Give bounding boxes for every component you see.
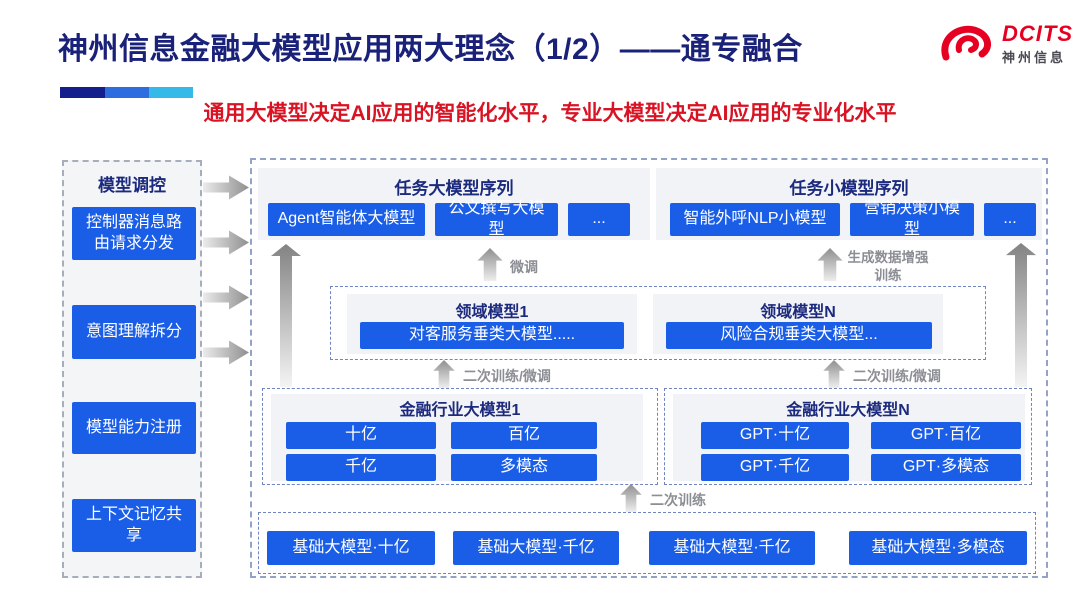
- model-architecture-panel: [250, 158, 1048, 578]
- domain-model-1-title: 领域模型1: [455, 304, 529, 321]
- domain-model-n-title: 领域模型N: [760, 304, 836, 321]
- model-box-agent: Agent智能体大模型: [268, 203, 425, 236]
- model-box-gpt-1b: GPT·十亿: [701, 422, 849, 449]
- industry-model-n-title: 金融行业大模型N: [786, 402, 910, 419]
- model-box-ellipsis: ...: [984, 203, 1036, 236]
- model-box-multimodal: 多模态: [451, 454, 597, 481]
- label-fine-tune: 微调: [510, 259, 538, 275]
- right-arrow-icon: [203, 285, 249, 310]
- up-arrow-icon: [817, 248, 843, 281]
- subtitle: 通用大模型决定AI应用的智能化水平，专业大模型决定AI应用的专业化水平: [203, 102, 897, 125]
- up-arrow-icon: [620, 484, 642, 512]
- dcits-swirl-icon: [941, 25, 992, 61]
- logo: DCITS 神州信息: [938, 20, 1073, 68]
- model-control-title: 模型调控: [98, 176, 166, 195]
- right-arrow-icon: [203, 230, 249, 255]
- title-accent-bar: [60, 87, 193, 98]
- tall-up-arrow-icon: [271, 244, 301, 387]
- model-box-customer-service: 对客服务垂类大模型.....: [360, 322, 624, 349]
- model-box-gpt-multimodal: GPT·多模态: [871, 454, 1021, 481]
- right-arrow-icon: [203, 340, 249, 365]
- domain-models-container: 领域模型1 对客服务垂类大模型..... 领域模型N 风险合规垂类大模型...: [330, 286, 986, 360]
- model-box-marketing-decision: 营销决策小模型: [850, 200, 974, 238]
- model-box-ellipsis: ...: [568, 203, 630, 236]
- task-large-model-title: 任务大模型序列: [394, 179, 514, 198]
- up-arrow-icon: [477, 248, 503, 281]
- model-box-base-multimodal: 基础大模型·多模态: [849, 531, 1027, 565]
- sidebar-item-router: 控制器消息路由请求分发: [72, 207, 196, 260]
- model-box-10b: 百亿: [451, 422, 597, 449]
- model-box-document-writing: 公文撰写大模型: [435, 200, 558, 238]
- industry-model-1-title: 金融行业大模型1: [399, 402, 521, 419]
- sidebar-item-intent: 意图理解拆分: [72, 305, 196, 359]
- sidebar-item-registry: 模型能力注册: [72, 402, 196, 454]
- task-small-model-title: 任务小模型序列: [789, 179, 909, 198]
- label-secondary-training: 二次训练: [650, 492, 706, 508]
- logo-brand-cn: 神州信息: [1002, 50, 1067, 66]
- label-gen-data-training: 生成数据增强训练: [847, 250, 929, 283]
- up-arrow-icon: [823, 360, 845, 388]
- industry-model-1-container: 金融行业大模型1 十亿 百亿 千亿 多模态: [262, 388, 658, 485]
- model-box-base-100b: 基础大模型·千亿: [453, 531, 619, 565]
- model-box-base-1b: 基础大模型·十亿: [267, 531, 435, 565]
- model-box-risk-compliance: 风险合规垂类大模型...: [666, 322, 932, 349]
- task-small-model-group: 任务小模型序列 智能外呼NLP小模型 营销决策小模型 ...: [656, 168, 1042, 240]
- model-box-gpt-10b: GPT·百亿: [871, 422, 1021, 449]
- industry-model-n-container: 金融行业大模型N GPT·十亿 GPT·百亿 GPT·千亿 GPT·多模态: [664, 388, 1032, 485]
- right-arrow-icon: [203, 175, 249, 200]
- model-box-100b: 千亿: [286, 454, 436, 481]
- up-arrow-icon: [433, 360, 455, 388]
- model-box-outbound-nlp: 智能外呼NLP小模型: [670, 203, 840, 236]
- label-secondary-training-finetune-right: 二次训练/微调: [853, 368, 941, 384]
- page-title: 神州信息金融大模型应用两大理念（1/2）——通专融合: [58, 33, 803, 66]
- logo-text-block: DCITS 神州信息: [1002, 22, 1073, 66]
- base-models-container: 基础大模型·十亿 基础大模型·千亿 基础大模型·千亿 基础大模型·多模态: [258, 512, 1036, 574]
- logo-brand: DCITS: [1002, 20, 1073, 46]
- model-box-gpt-100b: GPT·千亿: [701, 454, 849, 481]
- sidebar-item-context: 上下文记忆共享: [72, 499, 196, 552]
- model-box-1b: 十亿: [286, 422, 436, 449]
- domain-model-n-group: 领域模型N 风险合规垂类大模型...: [653, 294, 943, 354]
- domain-model-1-group: 领域模型1 对客服务垂类大模型.....: [347, 294, 637, 354]
- model-control-panel: 模型调控 控制器消息路由请求分发 意图理解拆分 模型能力注册 上下文记忆共享: [62, 160, 202, 578]
- tall-up-arrow-icon: [1006, 243, 1036, 387]
- model-box-base-100b-2: 基础大模型·千亿: [649, 531, 815, 565]
- task-large-model-group: 任务大模型序列 Agent智能体大模型 公文撰写大模型 ...: [258, 168, 650, 240]
- label-secondary-training-finetune-left: 二次训练/微调: [463, 368, 551, 384]
